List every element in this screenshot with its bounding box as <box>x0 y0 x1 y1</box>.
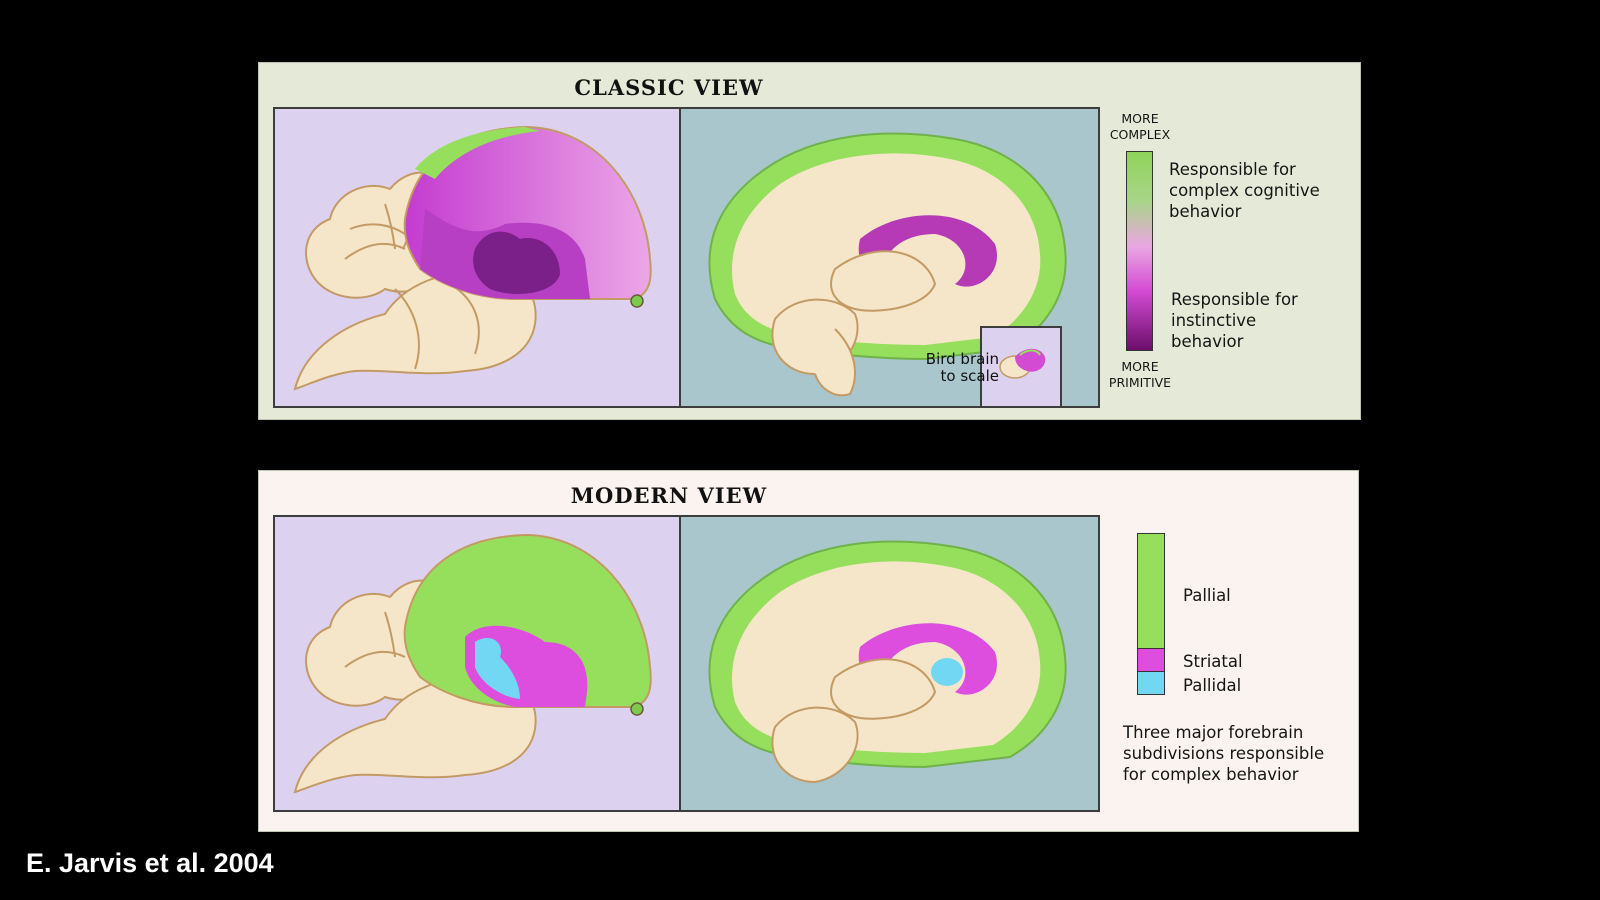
complexity-gradient-bar <box>1126 151 1153 351</box>
scale-top-label: MORE COMPLEX <box>1109 111 1171 142</box>
citation-credit: E. Jarvis et al. 2004 <box>26 848 274 878</box>
legend-pallial-swatch <box>1137 533 1165 649</box>
bird-brainstem <box>293 272 537 391</box>
classic-view-title: CLASSIC VIEW <box>574 75 764 100</box>
label-complex-behavior: Responsible for complex cognitive behavi… <box>1169 160 1320 221</box>
mammal-brain-modern <box>708 540 1067 784</box>
classic-brain-figure <box>273 107 1100 408</box>
bird-cerebrum-modern <box>403 533 652 716</box>
modern-view-panel: MODERN VIEW <box>258 470 1359 832</box>
legend-pallidal-swatch <box>1137 671 1165 695</box>
inset-label: Bird brain to scale <box>925 350 999 385</box>
modern-brain-figure <box>273 515 1100 812</box>
modern-view-title: MODERN VIEW <box>570 483 768 508</box>
legend-striatal-swatch <box>1137 648 1165 672</box>
classic-view-panel: CLASSIC VIEW <box>258 62 1361 420</box>
legend-pallial-label: Pallial <box>1183 586 1231 605</box>
legend-pallidal-label: Pallidal <box>1183 676 1242 695</box>
mammal-brain-classic <box>708 132 1067 397</box>
bird-cerebrum-classic <box>403 125 652 308</box>
bird-brainstem-modern <box>293 677 537 794</box>
label-instinctive-behavior: Responsible for instinctive behavior <box>1171 290 1298 351</box>
legend-striatal-label: Striatal <box>1183 652 1243 671</box>
modern-caption: Three major forebrain subdivisions respo… <box>1123 723 1325 784</box>
bird-brain-to-scale-inset <box>980 326 1062 406</box>
scale-bottom-label: MORE PRIMITIVE <box>1108 359 1172 390</box>
